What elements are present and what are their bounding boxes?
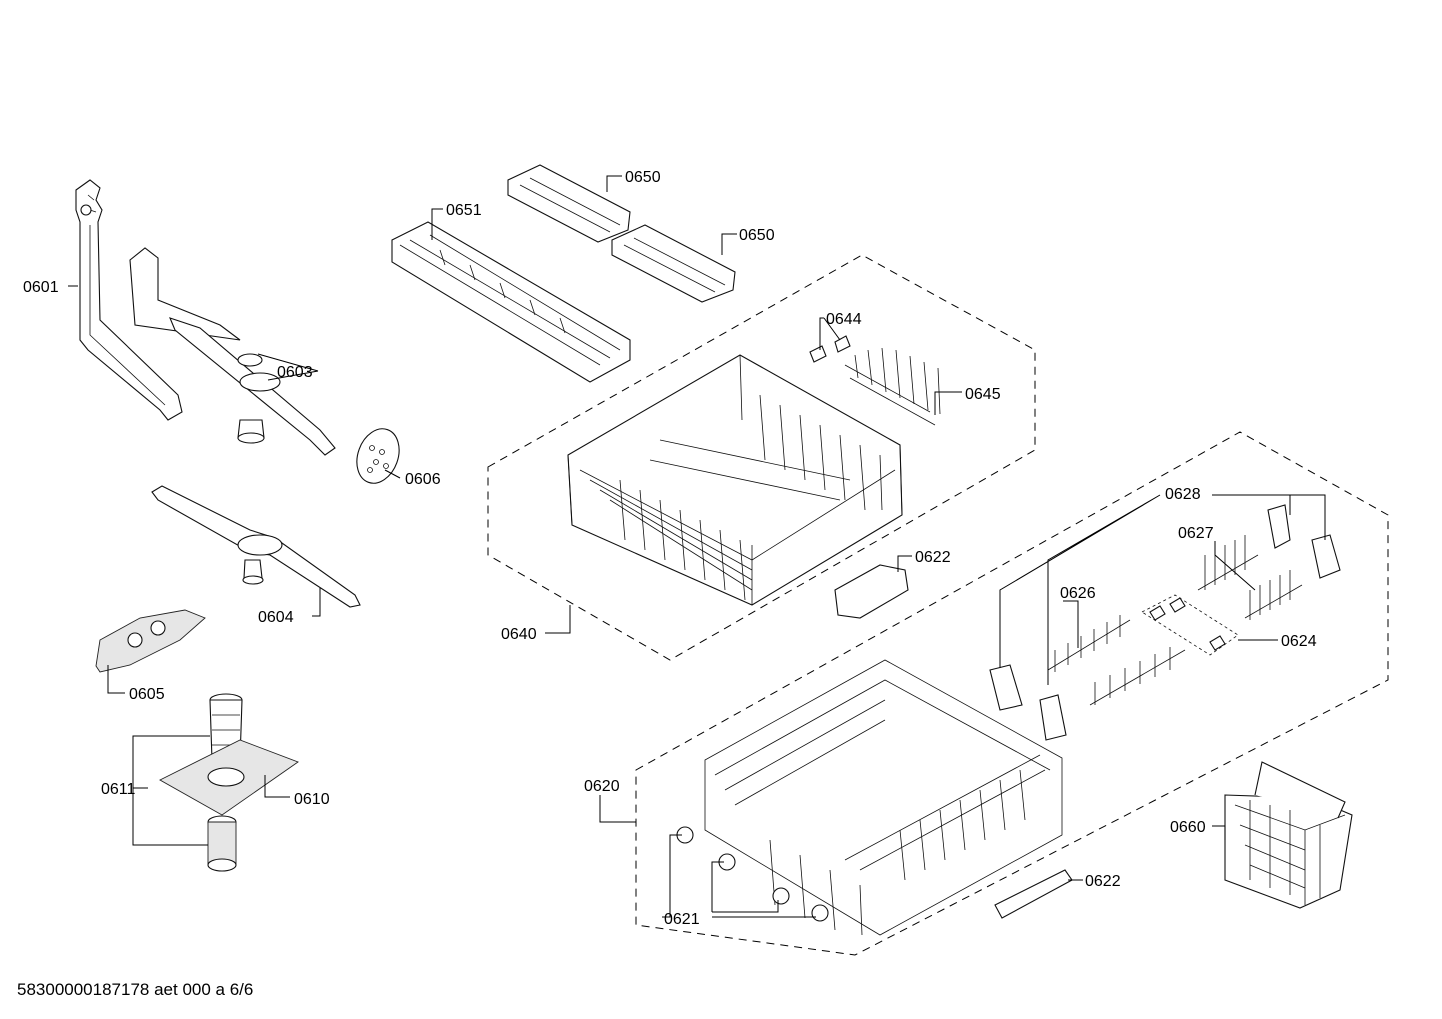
tray-insert-part-1 [507, 164, 631, 243]
label-0610: 0610 [294, 791, 330, 808]
label-0603: 0603 [277, 364, 313, 381]
label-0624: 0624 [1281, 633, 1317, 650]
tine-row-part-0627 [1197, 535, 1303, 620]
label-0622-upper: 0622 [915, 549, 951, 566]
rack-hinge-parts [989, 504, 1341, 741]
cutlery-basket-part [1224, 761, 1353, 909]
upper-basket-group-outline [487, 254, 1036, 661]
part-labels: 0601 0603 0606 0604 0605 0611 0610 0651 … [23, 169, 1317, 928]
tine-row-part-0626 [1047, 615, 1186, 706]
label-0628: 0628 [1165, 486, 1201, 503]
label-0601: 0601 [23, 279, 59, 296]
label-0650-top: 0650 [625, 169, 661, 186]
label-0644: 0644 [826, 311, 862, 328]
small-clip-parts-0624 [1141, 594, 1239, 656]
label-0604: 0604 [258, 609, 294, 626]
spray-pipe-part [75, 179, 183, 421]
label-0660: 0660 [1170, 819, 1206, 836]
upper-spray-arm-part [129, 247, 336, 456]
document-id-footer: 58300000187178 aet 000 a 6/6 [17, 980, 254, 999]
micro-filter-part [207, 815, 237, 872]
label-0627: 0627 [1178, 525, 1214, 542]
sump-plate-part [159, 739, 299, 816]
label-0622-lower: 0622 [1085, 873, 1121, 890]
label-0606: 0606 [405, 471, 441, 488]
label-0620: 0620 [584, 778, 620, 795]
label-0621: 0621 [664, 911, 700, 928]
label-0605: 0605 [129, 686, 165, 703]
clip-part [809, 335, 851, 363]
upper-basket-part [567, 354, 903, 606]
cutlery-tray-part [391, 221, 631, 383]
lower-spray-arm-part [151, 485, 361, 608]
label-0640: 0640 [501, 626, 537, 643]
upper-holder-part [834, 564, 909, 619]
lower-basket-group-outline [635, 431, 1389, 956]
label-0645: 0645 [965, 386, 1001, 403]
label-0626: 0626 [1060, 585, 1096, 602]
label-0611: 0611 [101, 781, 136, 798]
lower-basket-part [704, 659, 1063, 936]
tine-rack-part-upper [844, 347, 941, 426]
leader-lines [68, 175, 1326, 918]
filter-disc-part [356, 428, 400, 484]
label-0650-bottom: 0650 [739, 227, 775, 244]
filter-cover-part [95, 609, 206, 673]
tray-insert-part-2 [611, 224, 736, 303]
label-0651: 0651 [446, 202, 482, 219]
basket-wheel-parts [676, 826, 829, 922]
